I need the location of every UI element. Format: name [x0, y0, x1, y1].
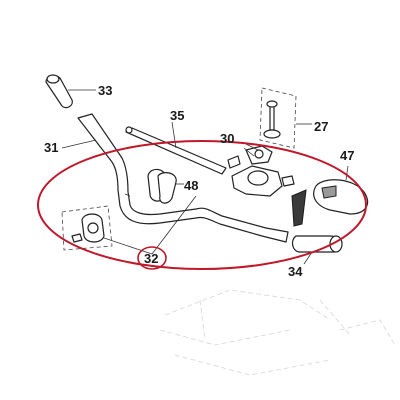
switch-housing [61, 195, 197, 255]
label-part-35: 35 [170, 108, 184, 123]
label-part-34: 34 [288, 264, 303, 279]
label-part-48: 48 [184, 178, 198, 193]
label-32-highlight [137, 246, 167, 270]
right-grip [291, 189, 343, 265]
leader-31 [61, 139, 97, 149]
clip-part [147, 168, 184, 204]
bolt-detail [259, 87, 312, 149]
label-part-47: 47 [340, 148, 354, 163]
clamp-assembly [227, 143, 295, 197]
highlight-ellipse [37, 140, 367, 270]
label-part-30: 30 [220, 131, 234, 146]
label-part-33: 33 [98, 83, 112, 98]
label-part-31: 31 [44, 140, 58, 155]
lever-cover [313, 165, 369, 215]
background-frame-outline [159, 289, 396, 376]
label-part-32: 32 [144, 251, 158, 266]
handlebar [77, 113, 289, 243]
leader-30 [243, 147, 255, 157]
left-grip [45, 74, 96, 109]
control-rod [125, 121, 227, 175]
label-part-27: 27 [314, 119, 328, 134]
